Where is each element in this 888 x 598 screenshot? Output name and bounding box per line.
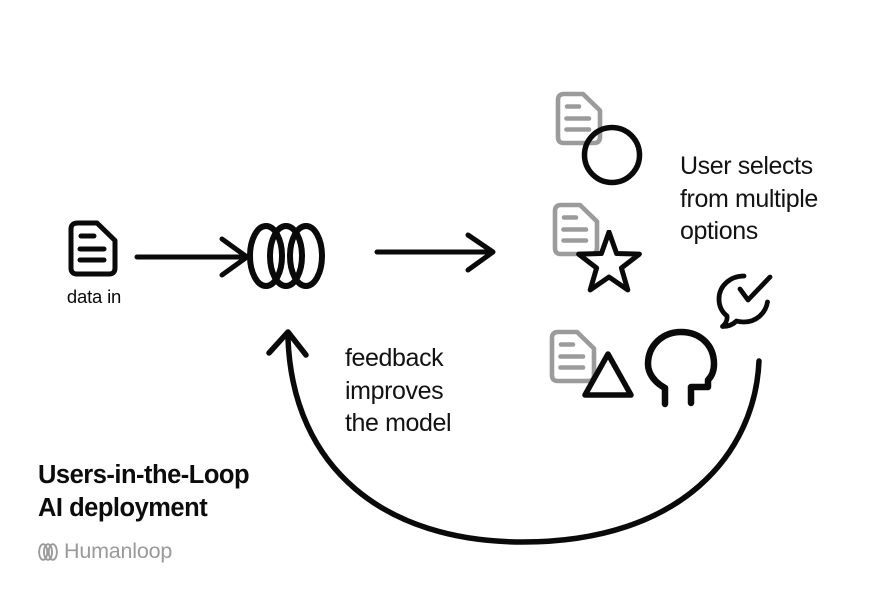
humanloop-loops-icon — [38, 542, 58, 561]
circle-icon — [581, 124, 643, 186]
feedback-text: feedback improves the model — [345, 344, 452, 437]
data-in-label: data in — [66, 286, 122, 307]
model-loops-icon — [247, 223, 325, 291]
user-selects-text: User selects from multiple options — [680, 152, 818, 245]
brand-name: Humanloop — [64, 539, 173, 563]
curved-arrow-up-icon — [262, 313, 779, 555]
star-icon — [573, 230, 645, 298]
document-icon — [67, 219, 119, 279]
speech-bubble-check-icon — [711, 270, 775, 334]
arrow-right-icon — [130, 233, 255, 281]
triangle-icon — [580, 349, 636, 401]
document-icon — [554, 90, 604, 148]
arrow-right-icon — [370, 228, 500, 276]
document-icon — [551, 201, 601, 259]
diagram-title: Users-in-the-Loop AI deployment — [38, 461, 250, 522]
brand-lockup: Humanloop — [38, 539, 172, 564]
user-head-icon — [644, 328, 720, 408]
